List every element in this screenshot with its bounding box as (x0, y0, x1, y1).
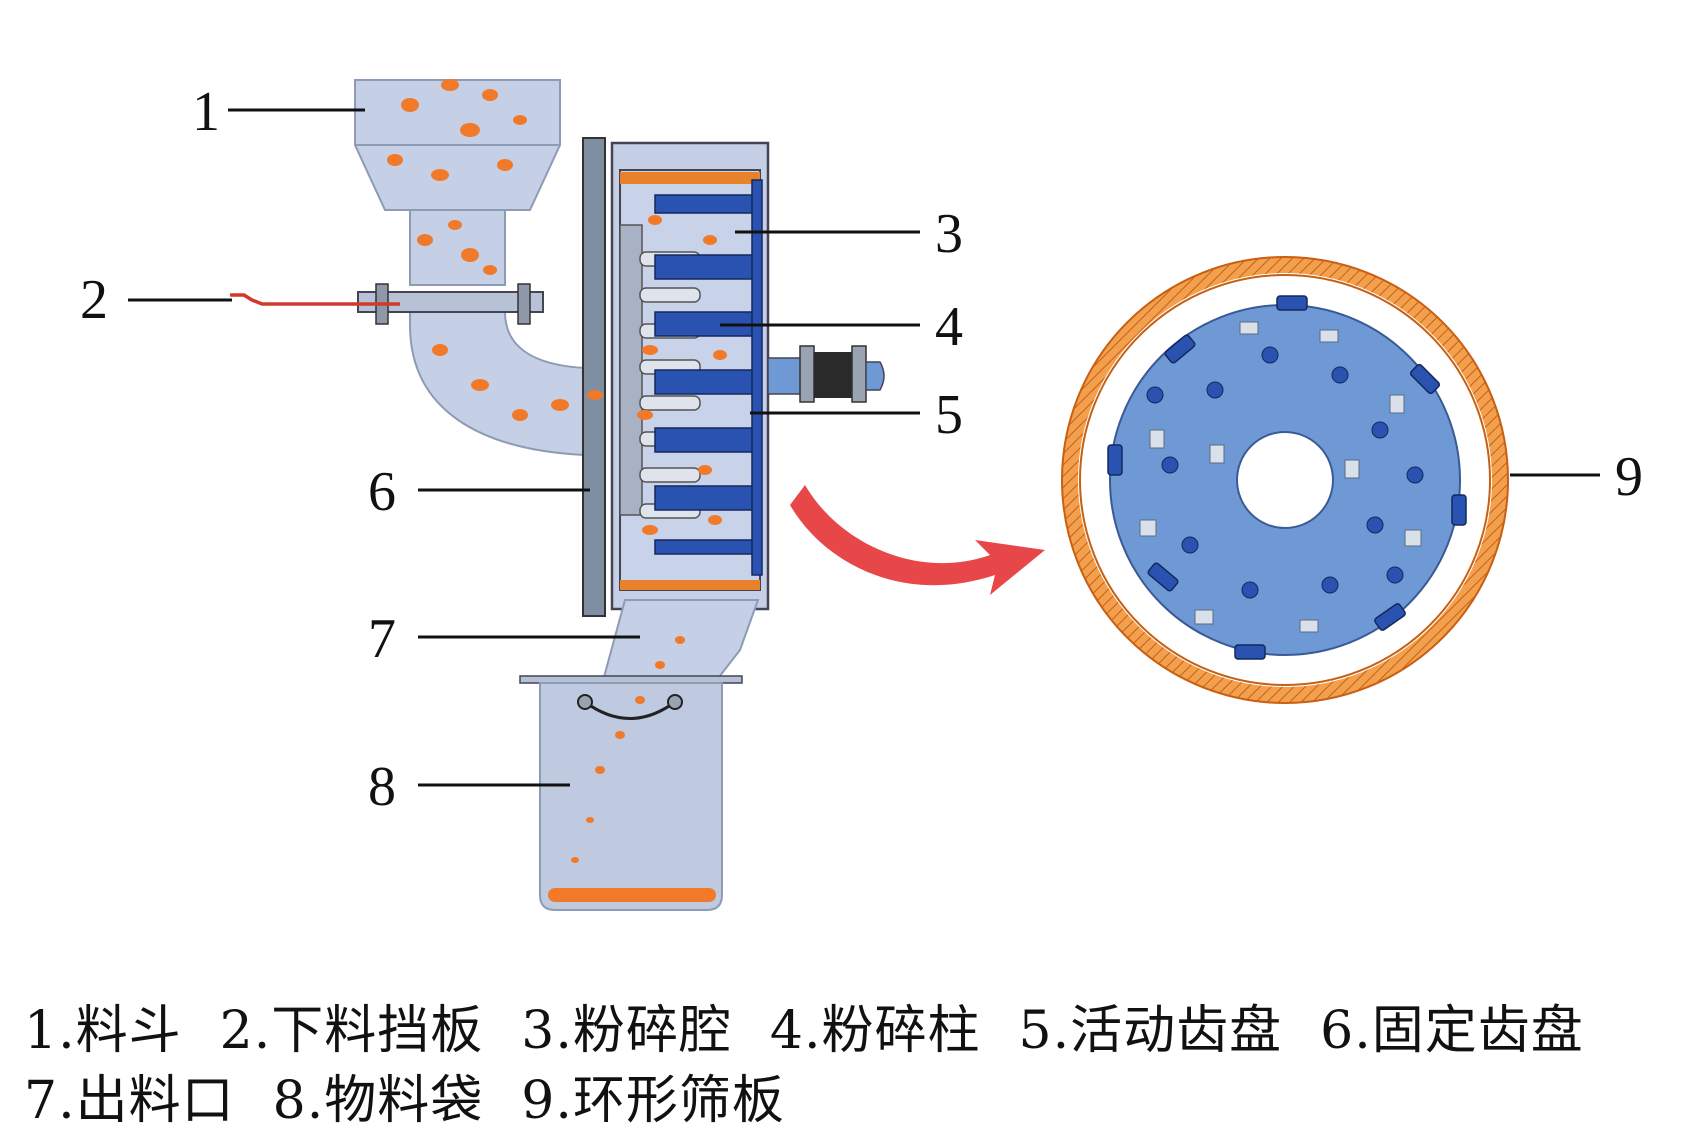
legend-item: 4.粉碎柱 (769, 1001, 981, 1061)
legend-item: 2.下料挡板 (219, 1001, 484, 1061)
legend-item: 7.出料口 (24, 1071, 235, 1131)
callout-7: 7 (368, 608, 396, 670)
legend-item: 8.物料袋 (272, 1071, 484, 1131)
feed-pipe (409, 311, 586, 457)
legend-item: 3.粉碎腔 (521, 1001, 732, 1061)
callout-8: 8 (368, 756, 396, 818)
fixed-toothed-disc (582, 137, 606, 617)
legend-line-2: 7.出料口 8.物料袋 9.环形筛板 (24, 1058, 823, 1133)
callout-4: 4 (935, 296, 963, 358)
legend-item: 5.活动齿盘 (1018, 1001, 1283, 1061)
crushing-columns (654, 194, 756, 555)
callout-5: 5 (935, 384, 963, 446)
direction-arrow (790, 485, 1045, 595)
callout-1: 1 (192, 81, 220, 143)
legend-item: 9.环形筛板 (521, 1071, 785, 1131)
feeding-baffle (230, 283, 544, 325)
leader-lines (128, 108, 1600, 787)
callout-3: 3 (935, 203, 963, 265)
hopper (354, 79, 561, 286)
callout-2: 2 (80, 269, 108, 331)
legend-item: 6.固定齿盘 (1320, 1001, 1584, 1061)
legend-item: 1.料斗 (24, 1001, 182, 1061)
motor-shaft (767, 345, 885, 403)
callout-6: 6 (368, 461, 396, 523)
material-particles (387, 79, 727, 902)
material-bag (519, 675, 743, 911)
movable-toothed-disc (751, 179, 763, 576)
movable-disc-top-view (1107, 295, 1467, 660)
callout-9: 9 (1615, 446, 1643, 508)
legend-line-1: 1.料斗 2.下料挡板 3.粉碎腔 4.粉碎柱 5.活动齿盘 6.固定齿盘 (24, 988, 1622, 1063)
